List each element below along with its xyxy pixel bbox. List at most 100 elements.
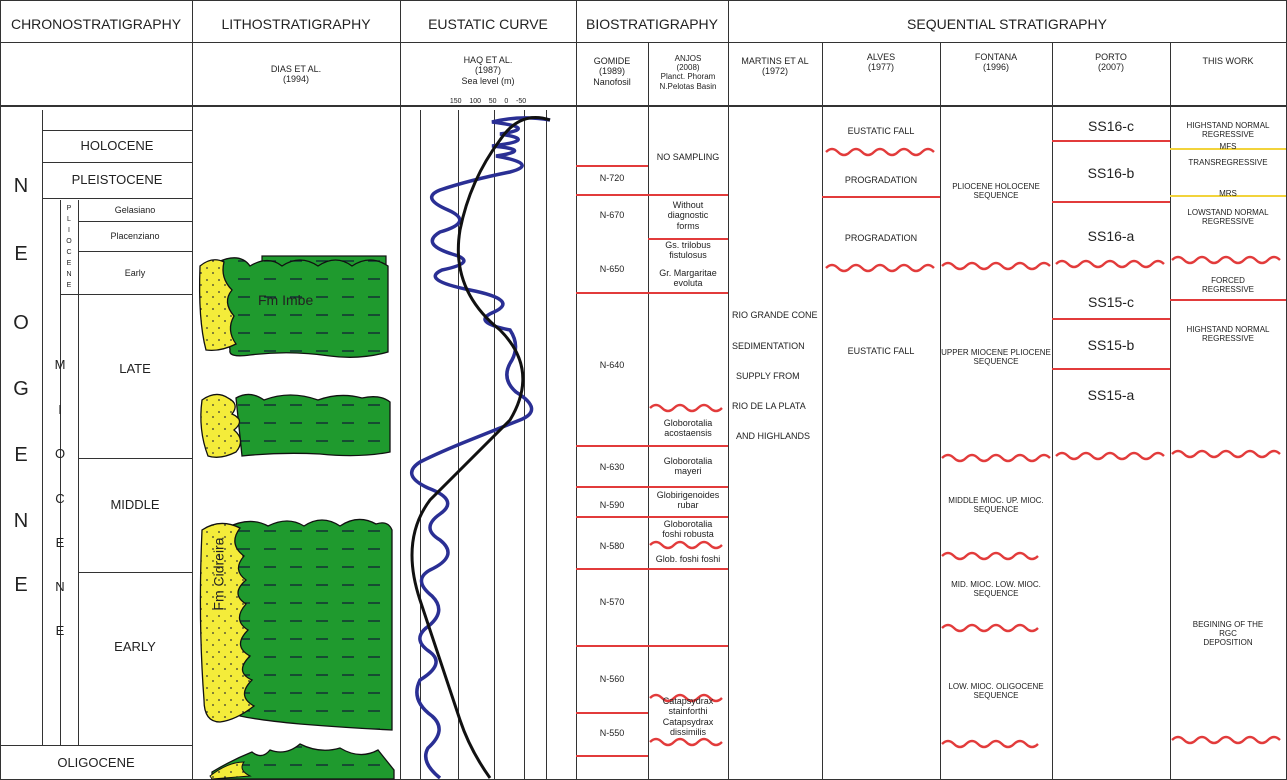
header-eustatic-curve: EUSTATIC CURVE: [428, 16, 548, 32]
martins-text: SEDIMENTATION: [732, 341, 805, 351]
neogene-letter: O: [13, 312, 29, 334]
subheader-gomide: GOMIDE (1989) Nanofosil: [593, 56, 631, 87]
unconformity-wavy: [649, 540, 723, 550]
row-line: [78, 458, 192, 459]
gomide-zone: N-670: [599, 210, 625, 220]
col-line: [42, 110, 43, 745]
alves-event: EUSTATIC FALL: [847, 126, 915, 136]
porto-boundary: [1052, 368, 1170, 370]
col-line: [728, 0, 729, 780]
pliocene-letter: C: [66, 249, 72, 256]
unconformity-wavy: [825, 263, 935, 273]
label-gelasiano: Gelasiano: [114, 205, 156, 215]
miocene-letter: E: [55, 623, 65, 638]
unconformity-wavy: [941, 453, 1051, 463]
pliocene-letter: N: [66, 271, 72, 278]
fontana-sequence: PLIOCENE HOLOCENE SEQUENCE: [952, 182, 1040, 201]
unconformity-wavy: [825, 147, 935, 157]
litho-fm-cidreira-shale: [225, 518, 393, 731]
unconformity-wavy: [1171, 449, 1281, 459]
litho-oligocene-sand: [209, 761, 252, 780]
miocene-letter: M: [54, 357, 66, 372]
this-work-unit: MFS: [1219, 142, 1237, 151]
unconformity-wavy: [649, 737, 723, 747]
gomide-zone: N-650: [599, 264, 625, 274]
this-work-unit: MRS: [1219, 189, 1237, 198]
bio-boundary: [576, 516, 728, 518]
neogene-letter: E: [14, 243, 28, 265]
label-late: LATE: [119, 361, 151, 376]
anjos-zone: Globorotalia foshi robusta: [662, 519, 714, 540]
anjos-zone: Globirigenoides rubar: [656, 490, 720, 511]
porto-sequence: SS16-b: [1087, 165, 1135, 181]
row-line: [78, 572, 192, 573]
anjos-zone: Gr. Margaritae evoluta: [659, 268, 717, 289]
litho-fm-imbe-sand: [198, 259, 237, 352]
sea-level-scale: 150 100 50 0 -50: [449, 98, 527, 105]
col-line: [60, 200, 61, 745]
this-work-unit: TRANSREGRESSIVE: [1188, 158, 1268, 167]
bio-boundary: [576, 568, 728, 570]
fontana-sequence: MID. MIOC. LOW. MIOC. SEQUENCE: [951, 580, 1041, 599]
subheader-haq: HAQ ET AL. (1987) Sea level (m): [461, 55, 515, 86]
gomide-zone: N-550: [599, 728, 625, 738]
col-line: [192, 0, 193, 780]
subheader-martins: MARTINS ET AL (1972): [741, 56, 809, 77]
col-line: [400, 0, 401, 780]
col-line: [940, 42, 941, 780]
header-sequential-stratigraphy: SEQUENTIAL STRATIGRAPHY: [907, 16, 1107, 32]
header-chronostratigraphy: CHRONOSTRATIGRAPHY: [10, 16, 182, 32]
porto-boundary: [1052, 201, 1170, 203]
bio-boundary: [576, 194, 728, 196]
label-early-pliocene: Early: [124, 268, 146, 278]
unconformity-wavy: [1055, 451, 1165, 461]
unconformity-wavy: [941, 551, 1039, 561]
header-biostratigraphy: BIOSTRATIGRAPHY: [586, 16, 718, 32]
miocene-letter: N: [55, 579, 65, 594]
anjos-zone: Globorotalia mayeri: [663, 456, 713, 477]
subheader-fontana: FONTANA (1996): [974, 52, 1018, 73]
bio-boundary: [576, 755, 648, 757]
label-middle: MIDDLE: [110, 497, 160, 512]
fontana-sequence: UPPER MIOCENE PLIOCENE SEQUENCE: [941, 348, 1051, 367]
top-border: [0, 0, 1287, 1]
anjos-zone: Glob. foshi foshi: [655, 554, 721, 564]
pliocene-letter: E: [66, 260, 72, 267]
porto-sequence: SS16-c: [1088, 118, 1134, 134]
gomide-zone: N-570: [599, 597, 625, 607]
neogene-letter: E: [14, 574, 28, 596]
bio-boundary: [576, 445, 728, 447]
col-line: [524, 110, 525, 780]
porto-sequence: SS15-a: [1087, 387, 1135, 403]
label-fm-imbe: Fm Imbe: [258, 292, 314, 308]
porto-sequence: SS16-a: [1087, 228, 1135, 244]
unconformity-wavy: [1171, 255, 1281, 265]
gomide-zone: N-590: [599, 500, 625, 510]
label-placenziano: Placenziano: [110, 231, 160, 241]
gomide-zone: N-580: [599, 541, 625, 551]
porto-sequence: SS15-b: [1087, 337, 1135, 353]
row-line: [42, 198, 192, 199]
bio-boundary: [576, 645, 728, 647]
col-line: [0, 0, 1, 780]
subheader-anjos: ANJOS (2008) Planct. Phoram N.Pelotas Ba…: [659, 54, 717, 91]
eustatic-black-curve: [410, 116, 551, 779]
litho-oligocene-shale: [211, 743, 395, 780]
anjos-zone: NO SAMPLING: [656, 152, 720, 162]
col-line: [576, 0, 577, 780]
this-work-unit: LOWSTAND NORMAL REGRESSIVE: [1187, 208, 1269, 227]
litho-middle-sand: [200, 393, 242, 458]
bio-boundary: [576, 486, 728, 488]
col-line: [420, 110, 421, 780]
alves-event: EUSTATIC FALL: [847, 346, 915, 356]
alves-boundary: [822, 196, 940, 198]
col-line: [1170, 42, 1171, 780]
subheader-porto: PORTO (2007): [1095, 52, 1127, 73]
pliocene-letter: E: [66, 282, 72, 289]
row-line: [42, 130, 192, 131]
eustatic-blue-curve: [410, 116, 551, 780]
miocene-letter: C: [55, 491, 65, 506]
this-work-unit: BEGINING OF THE RGC DEPOSITION: [1192, 620, 1264, 648]
